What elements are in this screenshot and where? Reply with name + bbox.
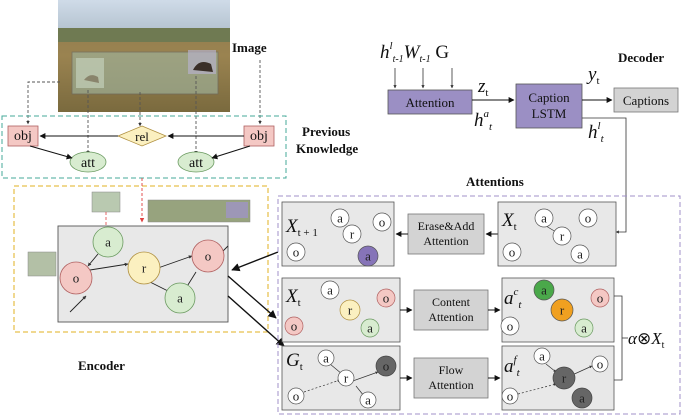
attention-box	[387, 89, 473, 115]
encoder-graph: a o r o a	[59, 226, 229, 314]
erase-add-box	[407, 213, 485, 255]
a-f-t-label: aft	[504, 354, 521, 379]
n-r: r	[344, 371, 349, 386]
a-c-t-label: act	[504, 286, 522, 311]
n-r: r	[348, 303, 353, 318]
image-links	[26, 60, 262, 155]
bear-silhouette	[193, 62, 213, 72]
a-c-t-nodes: a r o o a	[500, 279, 610, 338]
captions-label: Captions	[623, 93, 669, 108]
alpha-bracket	[614, 295, 623, 381]
obj-left-node: obj	[14, 129, 32, 144]
n-o: o	[379, 215, 386, 230]
n-r: r	[560, 303, 565, 318]
n-a: a	[541, 283, 547, 298]
flow-attention-box	[413, 357, 489, 399]
n-o: o	[597, 291, 604, 306]
g-t-label: Gt	[286, 350, 303, 373]
z-t-label: zt	[477, 76, 488, 99]
image-label: Image	[232, 40, 267, 55]
a-f-t-nodes: a r o o a	[501, 347, 609, 409]
rel-node: rel	[135, 129, 149, 144]
crop-thumb-1	[91, 191, 121, 213]
captions-box	[613, 87, 679, 113]
enc-node-a1: a	[105, 235, 111, 250]
att-left-node: att	[81, 156, 95, 171]
encoder-to-attention-arrows	[227, 251, 285, 347]
enc-node-a2: a	[177, 291, 183, 306]
enc-node-r: r	[142, 261, 147, 276]
attention-box-label: Attention	[405, 95, 455, 110]
x-t-content-nodes: a r o o a	[284, 280, 396, 338]
n-a-highlight: a	[365, 249, 371, 264]
n-a: a	[577, 247, 583, 262]
n-o: o	[507, 389, 514, 404]
crop-thumb-3	[27, 251, 57, 277]
y-t-label: yt	[586, 64, 600, 87]
x-t-plus-1-nodes: a r o o a	[286, 208, 392, 267]
n-o: o	[383, 359, 390, 374]
n-a: a	[337, 211, 343, 226]
n-o: o	[585, 211, 592, 226]
crop-thumb-2	[147, 199, 251, 223]
n-o: o	[507, 319, 514, 334]
knowledge-region	[1, 115, 287, 179]
n-a: a	[365, 393, 371, 408]
input-image	[58, 0, 230, 112]
obj-right-node: obj	[250, 129, 268, 144]
x-t-label-top: Xt	[501, 210, 517, 233]
n-a: a	[367, 321, 373, 336]
n-o: o	[293, 389, 300, 404]
n-r: r	[350, 227, 355, 242]
n-a: a	[581, 321, 587, 336]
x-t-label-mid: Xt	[285, 286, 301, 309]
n-o: o	[291, 319, 298, 334]
n-r: r	[560, 229, 565, 244]
n-a: a	[327, 283, 333, 298]
h-l-t-label: hlt	[588, 120, 605, 145]
attentions-region	[277, 195, 681, 415]
enc-node-o2: o	[205, 249, 212, 264]
decoder-label: Decoder	[618, 50, 664, 65]
n-a: a	[323, 351, 329, 366]
n-a: a	[579, 391, 585, 406]
n-o: o	[383, 291, 390, 306]
n-a: a	[541, 211, 547, 226]
n-o: o	[293, 245, 300, 260]
n-a: a	[539, 349, 545, 364]
x-t-nodes: a r o o a	[502, 208, 598, 264]
g-t-nodes: a r o o a	[287, 349, 397, 409]
caption-lstm-box	[515, 83, 583, 129]
enc-node-o1: o	[73, 271, 80, 286]
alpha-otimes-x-label: α⊗Xt	[628, 329, 665, 351]
h-a-t-label: hat	[474, 108, 493, 133]
decoder-inputs: hlt-1Wt-1 G	[380, 40, 449, 65]
att-right-node: att	[189, 156, 203, 171]
attentions-label: Attentions	[466, 174, 524, 189]
n-r: r	[562, 371, 567, 386]
n-o: o	[509, 245, 516, 260]
encoder-label: Encoder	[78, 358, 125, 373]
knowledge-graph: obj obj rel att att	[7, 125, 275, 173]
n-o: o	[597, 357, 604, 372]
